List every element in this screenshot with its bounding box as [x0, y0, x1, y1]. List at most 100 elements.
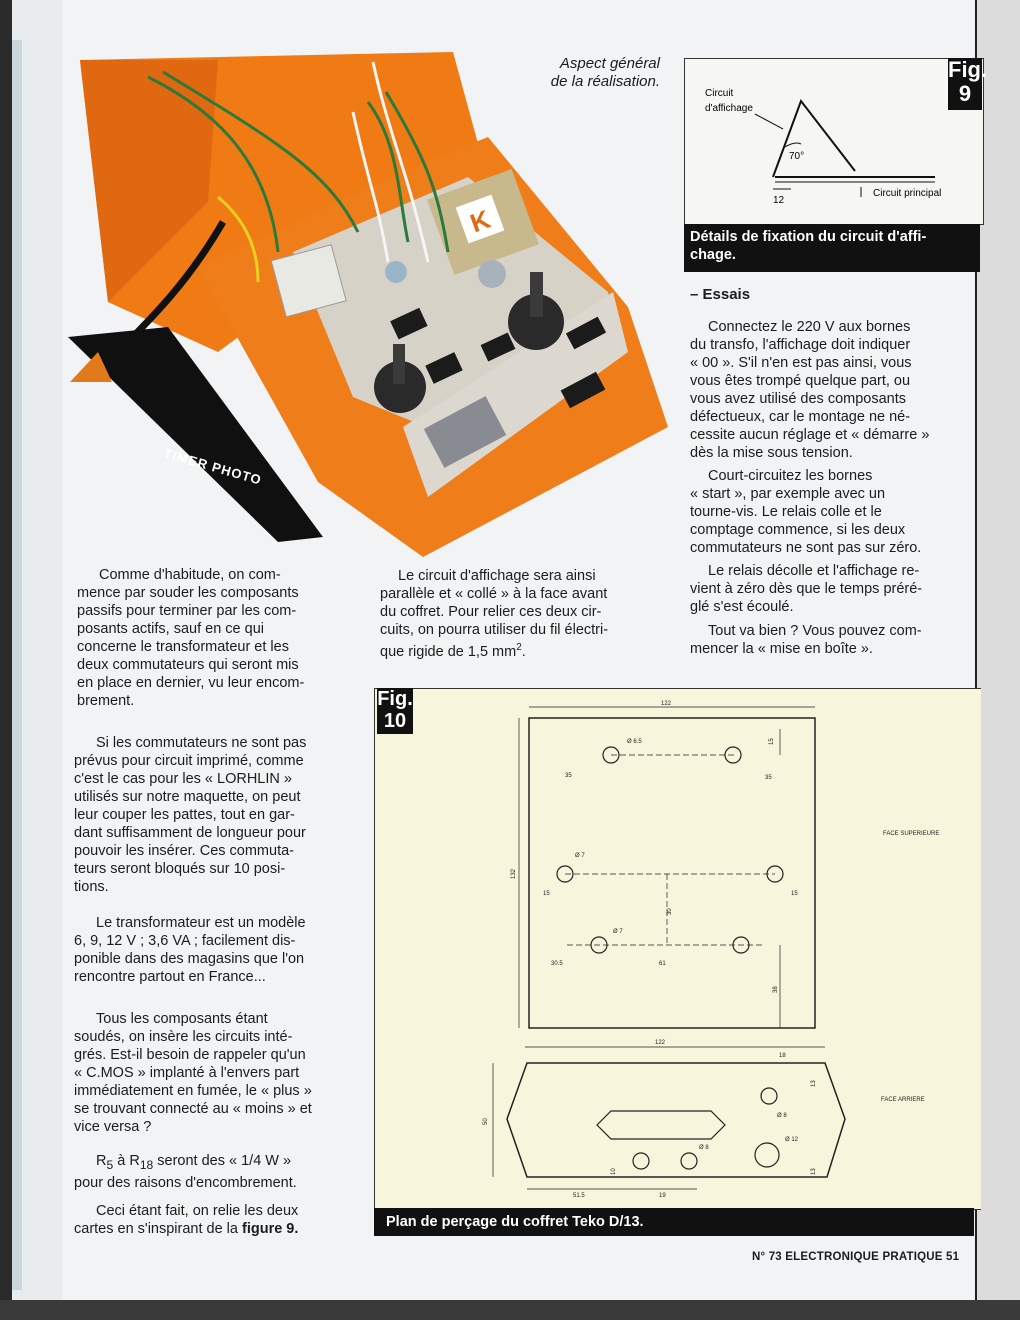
text-line: cuits, on pourra utiliser du fil électri…: [380, 622, 609, 638]
case-lid-shade: [80, 60, 218, 302]
dim-122: 122: [655, 1040, 666, 1046]
dim-d7: Ø 7: [613, 929, 623, 935]
dim-10: 10: [611, 1168, 617, 1175]
rear-face-labels: 122 18 13 50 Ø 8 Ø 12 Ø 8 10 13 51.5 19 …: [483, 1040, 925, 1199]
hole: [632, 1152, 650, 1170]
resistor-text: seront des « 1/4 W »: [153, 1153, 292, 1169]
dim-50: 50: [483, 1118, 489, 1125]
previous-page-edge: [12, 40, 22, 1290]
text-line: « start », par exemple avec un: [690, 486, 886, 502]
dimension-12: 12: [773, 195, 785, 206]
text-line: immédiatement en fumée, le « plus »: [74, 1083, 312, 1099]
figure-10-number: 10: [383, 710, 407, 732]
text-line: soudés, on insère les circuits inté-: [74, 1029, 293, 1045]
text-line: cessite aucun réglage et « démarre »: [690, 427, 930, 443]
photo-caption-line: Aspect général: [559, 55, 660, 72]
middle-last-period: .: [521, 643, 526, 660]
rotary-switch-1: [374, 361, 426, 413]
capacitor-2: [478, 260, 506, 288]
text-line: vous avez utilisé des composants: [690, 391, 906, 407]
essais-heading: – Essais: [690, 286, 751, 303]
superscript-2: 2: [516, 642, 522, 653]
figure-10: 122 Ø 6.5 15 35 35 Ø 7 132 15 15 30 Ø 7 …: [374, 688, 981, 1210]
final-line-2-text: cartes en s'inspirant de la: [74, 1221, 242, 1237]
r5-subscript: 5: [106, 1157, 114, 1172]
dim-d7: Ø 7: [575, 853, 585, 859]
hole: [766, 865, 784, 883]
final-line-1-text: Ceci étant fait, on relie les deux: [96, 1203, 299, 1219]
figure-9-label: Fig. 9: [948, 57, 988, 110]
text-line: dès la mise sous tension.: [690, 445, 853, 461]
text-line: vous êtes trompé quelque part, ou: [690, 373, 911, 389]
wires-yellow: [217, 195, 260, 283]
dim-30: 30: [667, 908, 673, 915]
hole: [590, 936, 608, 954]
text-line: défectueux, car le montage ne né-: [690, 409, 911, 425]
text-line: comptage commence, si les deux: [690, 522, 906, 538]
figure-9-reference: figure 9.: [242, 1221, 299, 1237]
text-line: pouvoir les insérer. Ces commuta-: [74, 843, 294, 859]
text-line: Le transformateur est un modèle: [96, 915, 306, 931]
ic-chip-5: [565, 316, 607, 350]
text-line: teurs seront bloqués sur 10 posi-: [74, 861, 286, 877]
rear-face-outline: [506, 1062, 846, 1178]
relay: [270, 244, 347, 318]
text-line: commutateurs ne sont pas sur zéro.: [690, 540, 922, 556]
text-line: posants actifs, sauf en ce qui: [77, 621, 264, 637]
figure-9-caption: Détails de fixation du circuit d'affi- c…: [684, 224, 980, 272]
text-line: leur couper les pattes, tout en gar-: [74, 807, 295, 823]
essais-paragraph: Court-circuitez les bornes« start », par…: [690, 467, 970, 557]
text-line: Le relais décolle et l'affichage re-: [708, 563, 920, 579]
resistor-line-2: pour des raisons d'encombrement.: [74, 1174, 297, 1191]
text-line: 6, 9, 12 V ; 3,6 VA ; facilement dis-: [74, 933, 296, 949]
switch-shaft-2: [530, 272, 543, 317]
wires-white: [351, 61, 430, 263]
dim-13: 13: [811, 1168, 817, 1175]
text-line: « 00 ». S'il n'en est pas ainsi, vous: [690, 355, 912, 371]
hole: [732, 936, 750, 954]
r18-subscript: 18: [139, 1157, 154, 1172]
text-line: Comme d'habitude, on com-: [99, 567, 281, 583]
dim-132: 132: [511, 868, 517, 879]
transformer-label: [455, 194, 505, 244]
ic-chip-1: [390, 307, 428, 340]
page-footer: N° 73 ELECTRONIQUE PRATIQUE 51: [752, 1251, 960, 1263]
final-line-1: Ceci étant fait, on relie les deux: [74, 1202, 354, 1220]
rear-face-view: [492, 1046, 846, 1190]
text-line: utilisés sur notre maquette, on peut: [74, 789, 301, 805]
text-line: mencer la « mise en boîte ».: [690, 641, 873, 657]
text-line: « C.MOS » implanté à l'envers part: [74, 1065, 300, 1081]
dim-d8: Ø 8: [777, 1113, 787, 1119]
dim-15: 15: [791, 891, 798, 897]
text-line: du coffret. Pour relier ces deux cir-: [380, 604, 602, 620]
dim-d12: Ø 12: [785, 1137, 799, 1143]
text-line: passifs pour terminer par les com-: [77, 603, 297, 619]
text-line: Tout va bien ? Vous pouvez com-: [708, 623, 922, 639]
hole: [724, 746, 742, 764]
ic-chip-3: [425, 352, 463, 384]
face-arriere-label: FACE ARRIERE: [881, 1097, 925, 1103]
essais-paragraph: Le relais décolle et l'affichage re-vien…: [690, 562, 970, 616]
text-line: vice versa ?: [74, 1119, 152, 1135]
r18-letter: R: [129, 1153, 140, 1169]
capacitor-1: [385, 261, 407, 283]
text-line: c'est le cas pour les « LORHLIN »: [74, 771, 292, 787]
leader-line: [754, 113, 784, 130]
display-circuit-board: [772, 98, 856, 178]
face-superieure-label: FACE SUPERIEURE: [883, 831, 939, 837]
figure-9-caption-line: chage.: [690, 247, 736, 263]
hole: [760, 1087, 778, 1105]
text-line: rencontre partout en France...: [74, 969, 266, 985]
hole: [754, 1142, 780, 1168]
figure-10-label-text: Fig.: [377, 688, 413, 710]
text-line: du transfo, l'affichage doit indiquer: [690, 337, 911, 353]
text-line: glé s'est écoulé.: [690, 599, 794, 615]
figure-9-label-text: Fig.: [948, 57, 988, 82]
dim-35: 35: [765, 775, 772, 781]
dim-19: 19: [659, 1193, 666, 1199]
dim-13: 13: [811, 1080, 817, 1087]
essais-paragraph: Tout va bien ? Vous pouvez com-mencer la…: [690, 622, 970, 658]
